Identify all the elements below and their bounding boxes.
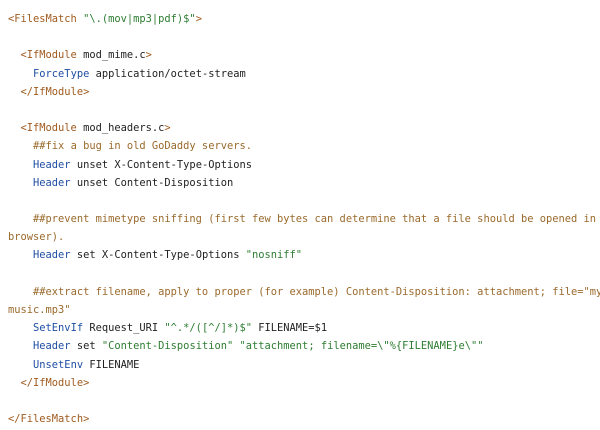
nosniff-string: "nosniff" [245,249,303,262]
code-line-20: UnsetEnv FILENAME [8,356,592,374]
header-directive: Header [33,340,71,353]
code-line-22 [8,392,592,410]
comment-mimetype-sniffing-wrap: browser). [8,231,65,244]
header-directive: Header [33,249,71,262]
files-match-open-tag: <FilesMatch [8,13,84,25]
ifmodule-headers-open-tag: <IfModule [20,122,84,135]
header-args: set [70,340,102,353]
setenvif-args: Request_URI [83,322,165,335]
code-line-21: </IfModule> [8,374,592,392]
code-line-18: SetEnvIf Request_URI "^.*/([^/]*)$" FILE… [8,319,592,337]
forcetype-directive: ForceType [33,67,90,80]
code-line-19: Header set "Content-Disposition" "attach… [8,337,592,355]
header-directive: Header [33,158,71,171]
comment-extract-filename: ##extract filename, apply to proper (for… [33,285,600,298]
code-line-4: ForceType application/octet-stream [8,65,592,83]
code-line-16: ##extract filename, apply to proper (for… [8,283,600,301]
header-args: set X-Content-Type-Options [70,249,246,262]
ifmodule-headers-name: mod_headers.c [83,122,165,135]
setenvif-assignment: FILENAME=$1 [252,322,328,335]
ifmodule-mime-open-tag-end: > [145,49,152,62]
uri-regex-string: "^.*/([^/]*)$" [164,322,252,335]
code-line-14: Header set X-Content-Type-Options "nosni… [8,246,592,264]
code-line-9: Header unset X-Content-Type-Options [8,156,592,174]
ifmodule-mime-open-tag: <IfModule [20,49,84,62]
code-line-13: browser). [8,228,592,246]
code-line-11 [8,192,592,210]
code-line-23: </FilesMatch> [8,410,592,428]
attachment-filename-string: "attachment; filename=\"%{FILENAME}e\"" [239,340,484,353]
comment-godaddy-fix: ##fix a bug in old GoDaddy servers. [33,140,252,153]
code-line-6 [8,101,592,119]
code-line-7: <IfModule mod_headers.c> [8,119,592,137]
header-args: unset X-Content-Type-Options [70,158,252,171]
header-args: unset Content-Disposition [70,176,234,189]
unsetenv-directive: UnsetEnv [33,358,84,371]
comment-mimetype-sniffing: ##prevent mimetype sniffing (first few b… [33,213,597,226]
unsetenv-args: FILENAME [83,358,140,371]
code-line-8: ##fix a bug in old GoDaddy servers. [8,137,592,155]
code-line-17: music.mp3" [8,301,592,319]
content-disposition-string: "Content-Disposition" [101,340,234,353]
comment-extract-filename-wrap: music.mp3" [8,304,71,316]
forcetype-value: application/octet-stream [89,67,246,80]
code-line-12: ##prevent mimetype sniffing (first few b… [8,210,596,228]
header-directive: Header [33,176,71,189]
files-match-open-tag-end: > [195,13,202,25]
code-line-3: <IfModule mod_mime.c> [8,46,592,64]
setenvif-directive: SetEnvIf [33,322,84,335]
code-line-15 [8,265,592,283]
files-match-pattern: "\.(mov|mp3|pdf)$" [83,13,196,25]
ifmodule-headers-open-tag-end: > [164,122,171,135]
code-line-2 [8,28,592,46]
code-line-5: </IfModule> [8,83,592,101]
ifmodule-headers-close-tag: </IfModule> [20,376,90,389]
code-line-1: <FilesMatch "\.(mov|mp3|pdf)$"> [8,10,592,28]
ifmodule-mime-name: mod_mime.c [83,49,146,62]
ifmodule-mime-close-tag: </IfModule> [20,85,90,98]
code-block: <FilesMatch "\.(mov|mp3|pdf)$"> <IfModul… [8,10,600,428]
code-line-10: Header unset Content-Disposition [8,174,592,192]
files-match-close-tag: </FilesMatch> [8,413,90,426]
